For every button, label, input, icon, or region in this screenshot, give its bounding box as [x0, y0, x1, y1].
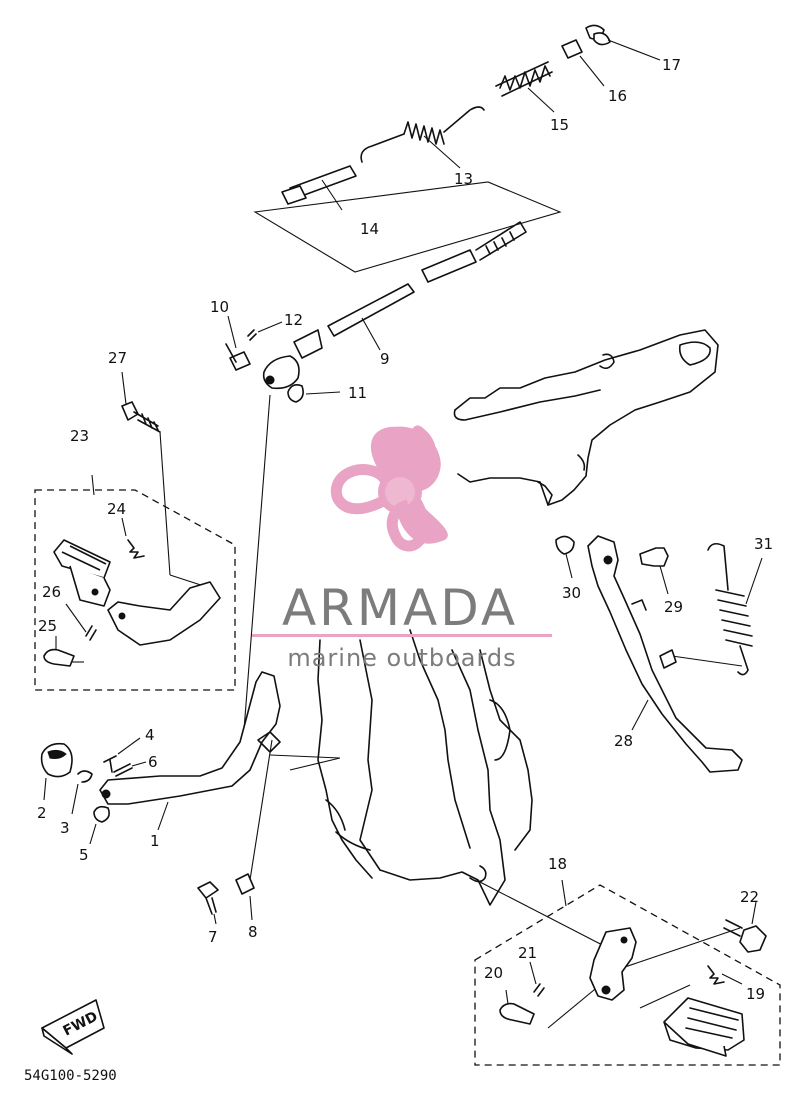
- callout-13: 13: [454, 170, 473, 188]
- callout-3: 3: [60, 819, 70, 837]
- callout-4: 4: [145, 726, 155, 744]
- part-23-footrest-assy: [53, 474, 221, 646]
- callout-9: 9: [380, 350, 390, 368]
- part-footrest-peg: [663, 997, 745, 1057]
- part-21-clip: [529, 961, 545, 997]
- part-31-spring: [659, 542, 763, 676]
- part-7-bolt: [197, 881, 219, 925]
- part-25-pin: [43, 636, 84, 667]
- group-box-23: [34, 489, 236, 691]
- callout-17: 17: [662, 56, 681, 74]
- part-3-washer: [71, 770, 93, 815]
- part-4-screw: [103, 737, 141, 773]
- fwd-arrow-icon: FWD: [41, 999, 105, 1055]
- callout-16: 16: [608, 87, 627, 105]
- part-8-nut: [235, 873, 255, 921]
- callout-15: 15: [550, 116, 569, 134]
- part-1-brake-pedal: [99, 671, 281, 831]
- watermark-tagline: marine outboards: [287, 644, 516, 672]
- part-11-nut: [287, 384, 341, 403]
- part-29-bolt: [639, 547, 669, 595]
- part-22-bolt: [723, 901, 767, 953]
- diagram-code: 54G100-5290: [24, 1068, 117, 1084]
- part-18-footrest-bracket: [561, 879, 637, 1001]
- callout-22: 22: [740, 888, 759, 906]
- part-12-cotter-pin: [247, 321, 283, 341]
- callout-5: 5: [79, 846, 89, 864]
- part-16-collar: [561, 39, 605, 87]
- part-20-pin: [499, 989, 535, 1025]
- part-10-bolt: [225, 315, 251, 371]
- callout-24: 24: [107, 500, 126, 518]
- part-26-clip: [65, 603, 97, 641]
- callout-14: 14: [360, 220, 379, 238]
- callout-26: 26: [42, 583, 61, 601]
- callout-29: 29: [664, 598, 683, 616]
- part-13-spring: [360, 106, 485, 169]
- callout-labels: 1 2 3 4 5 6 7 8 9 10 11 12 13 14 15 16 1…: [37, 56, 773, 1003]
- frame-outline: [317, 329, 719, 906]
- callout-1: 1: [150, 832, 160, 850]
- part-6-spring-pin: [113, 761, 147, 777]
- callout-23: 23: [70, 427, 89, 445]
- callout-10: 10: [210, 298, 229, 316]
- propeller-logo-rings: [330, 426, 441, 552]
- callout-27: 27: [108, 349, 127, 367]
- callout-6: 6: [148, 753, 158, 771]
- callout-19: 19: [746, 985, 765, 1003]
- part-17-clip: [585, 24, 661, 61]
- callout-31: 31: [754, 535, 773, 553]
- watermark-rule: [252, 634, 552, 637]
- callout-7: 7: [208, 928, 218, 946]
- part-9-brake-rod: [262, 221, 527, 390]
- callout-12: 12: [284, 311, 303, 329]
- callout-28: 28: [614, 732, 633, 750]
- armada-watermark: ARMADA marine outboards: [252, 425, 552, 672]
- callout-11: 11: [348, 384, 367, 402]
- part-28-side-stand: [587, 535, 743, 773]
- group-box-18: [474, 884, 781, 1066]
- part-15-spring: [495, 61, 555, 113]
- callout-2: 2: [37, 804, 47, 822]
- leader-lines: [159, 394, 743, 1029]
- part-19-spring: [707, 965, 743, 985]
- callout-30: 30: [562, 584, 581, 602]
- propeller-logo-icon: [374, 425, 448, 544]
- callout-18: 18: [548, 855, 567, 873]
- group-box-14: [253, 181, 562, 273]
- part-27-bolt: [121, 371, 161, 433]
- part-5-nut: [89, 805, 110, 845]
- callout-21: 21: [518, 944, 537, 962]
- callout-20: 20: [484, 964, 503, 982]
- part-30-nut: [555, 535, 575, 579]
- part-14-pivot-pin: [281, 165, 357, 211]
- callout-25: 25: [38, 617, 57, 635]
- part-24-spring: [121, 517, 145, 559]
- part-2-pad: [40, 742, 73, 801]
- callout-8: 8: [248, 923, 258, 941]
- watermark-brand: ARMADA: [282, 579, 518, 637]
